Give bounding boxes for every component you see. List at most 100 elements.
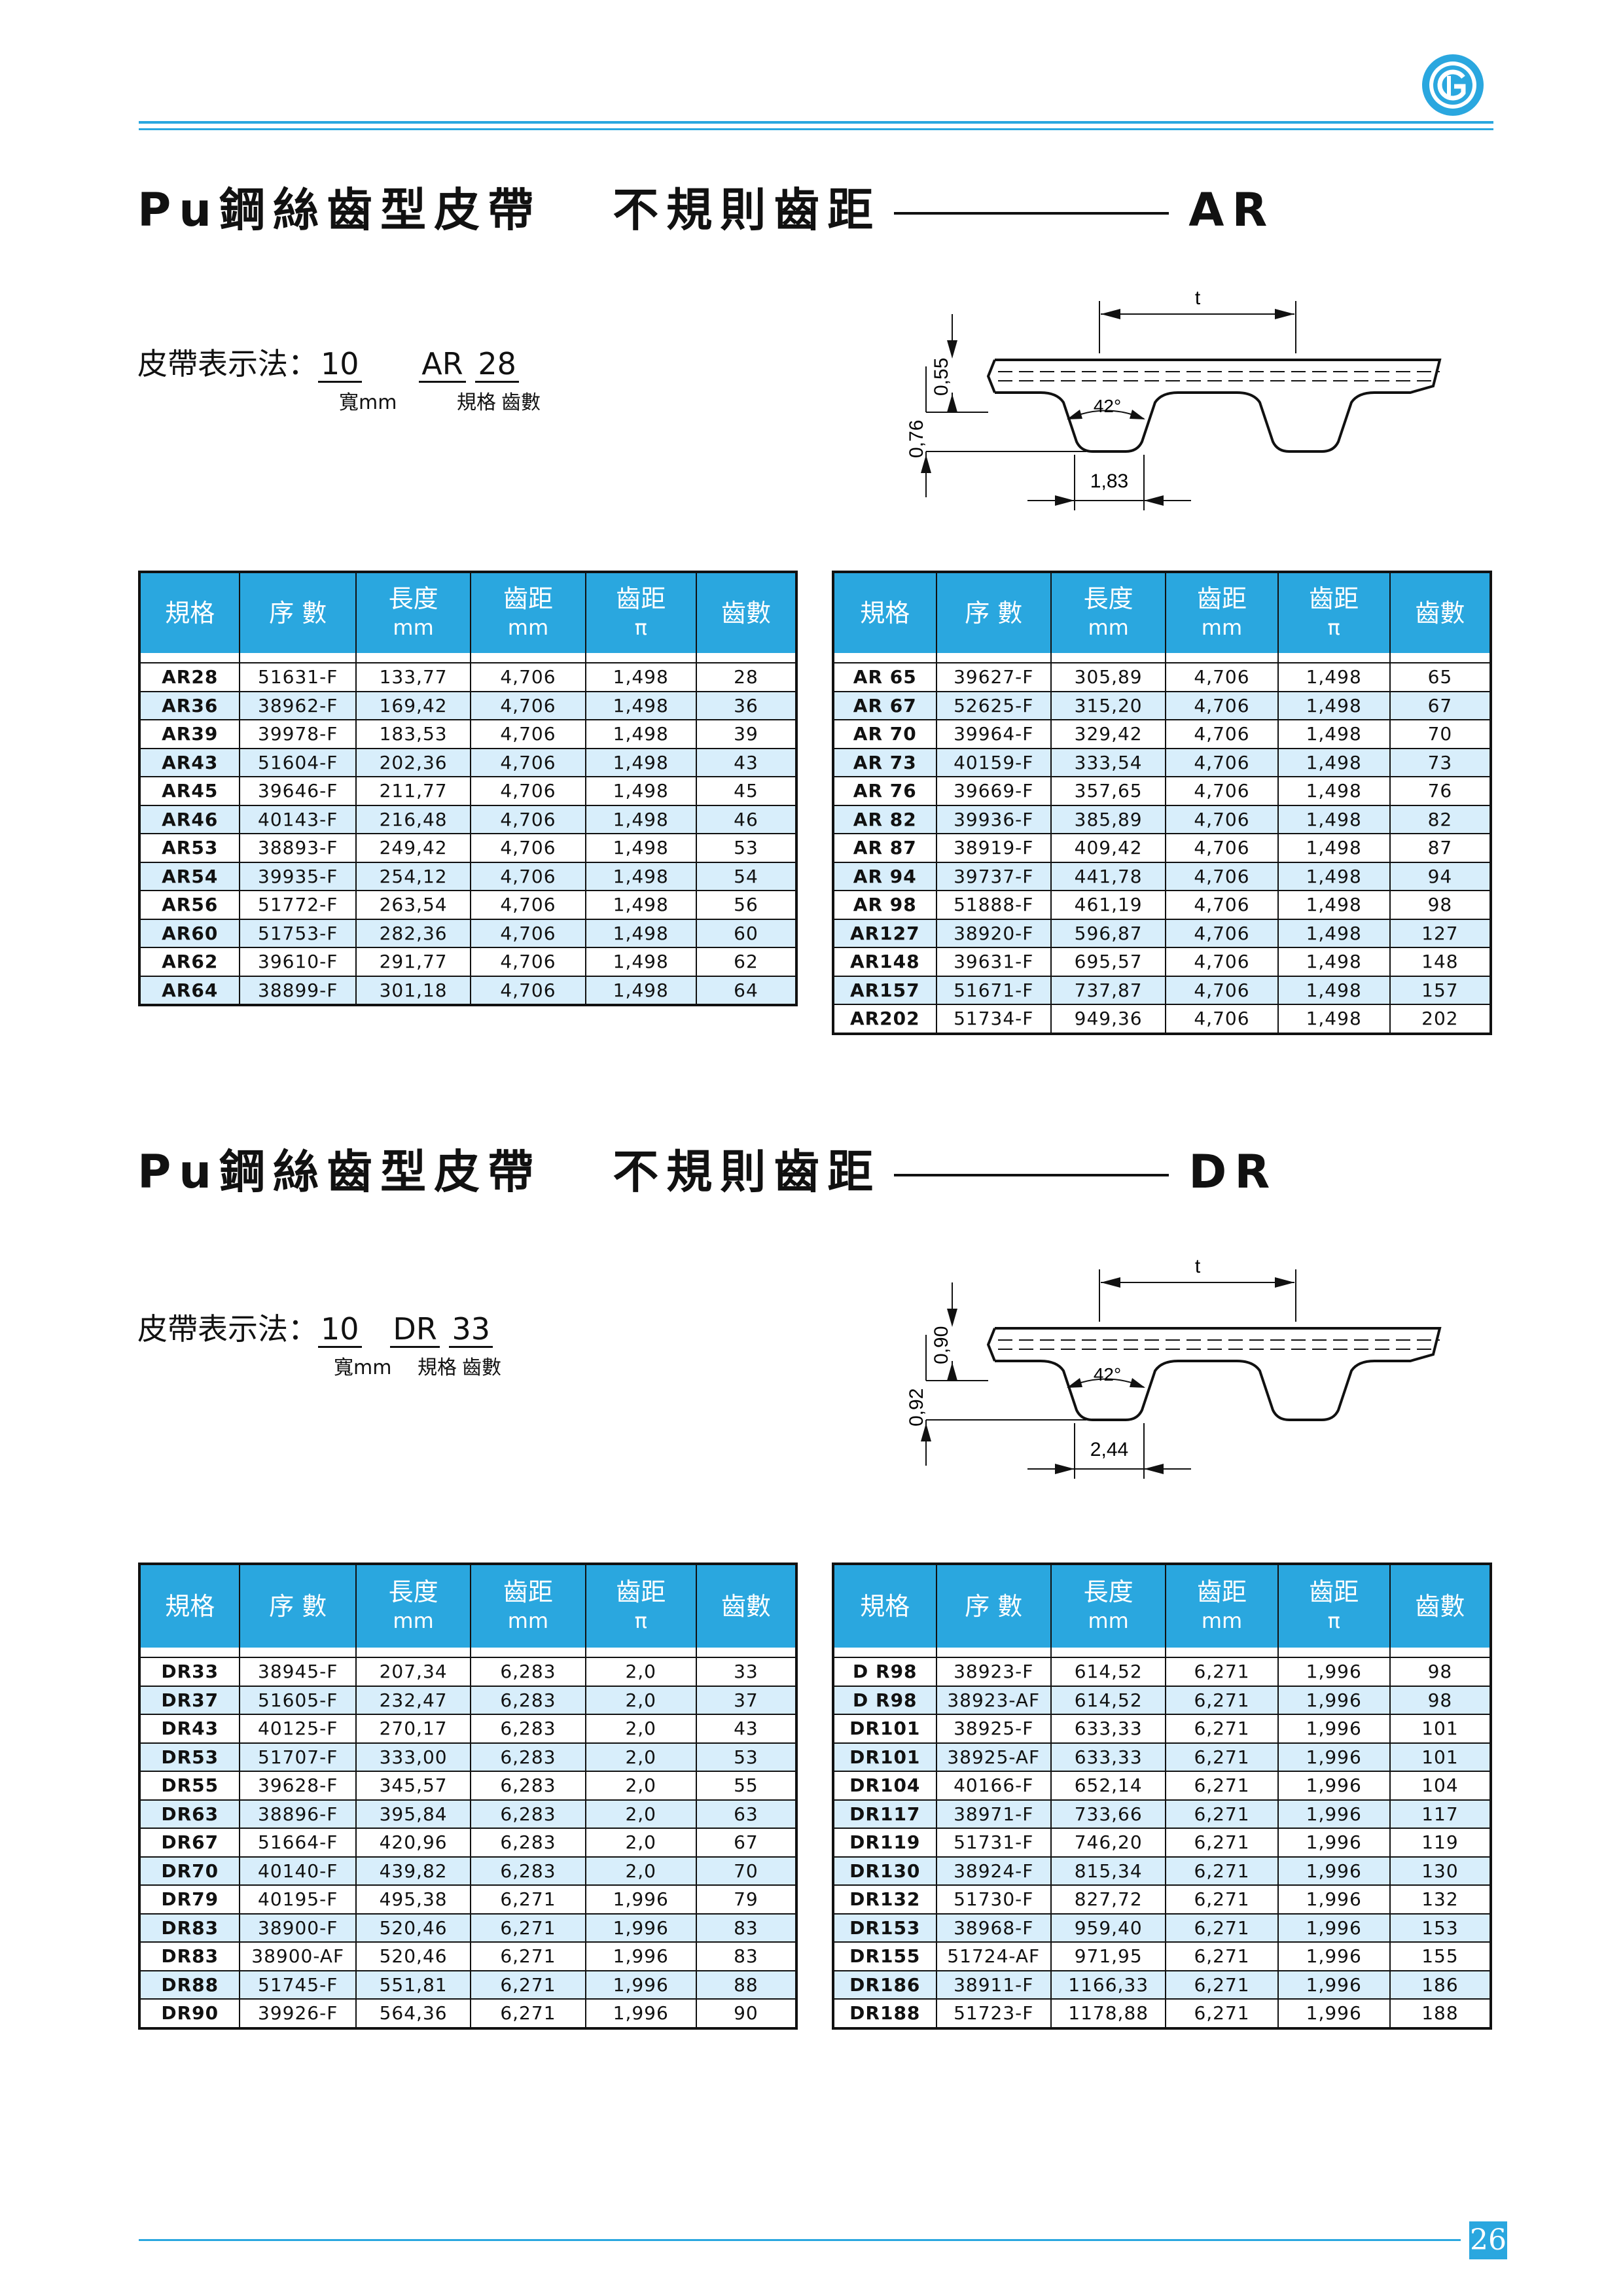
cell-teeth: 90 (695, 1998, 798, 2029)
cell-serial: 38971-F (935, 1799, 1052, 1829)
cell-teeth: 101 (1389, 1742, 1492, 1772)
cell-length: 695,57 (1050, 947, 1167, 977)
cell-pitch-pi: 1,996 (1277, 1998, 1391, 2029)
cell-serial: 51707-F (239, 1742, 357, 1772)
cell-pitch-pi: 1,996 (1277, 1969, 1391, 2000)
cell-length: 746,20 (1050, 1828, 1167, 1858)
cell-length: 301,18 (355, 975, 472, 1006)
cell-pitch: 6,271 (1165, 1856, 1279, 1886)
cell-pitch: 6,283 (470, 1771, 586, 1801)
cell-pitch: 6,271 (1165, 1884, 1279, 1915)
cell-length: 551,81 (355, 1969, 472, 2000)
cell-serial: 38923-AF (935, 1685, 1052, 1715)
cell-spec: AR 76 (832, 776, 937, 806)
cell-teeth: 70 (1389, 719, 1492, 749)
cell-serial: 39628-F (239, 1771, 357, 1801)
cell-teeth: 76 (1389, 776, 1492, 806)
cell-pitch-pi: 1,498 (1277, 947, 1391, 977)
cell-spec: DR104 (832, 1771, 937, 1801)
cell-spec: DR119 (832, 1828, 937, 1858)
cell-teeth: 94 (1389, 861, 1492, 891)
cell-serial: 38920-F (935, 918, 1052, 948)
cell-serial: 51604-F (239, 747, 357, 777)
cell-pitch-pi: 1,498 (584, 890, 697, 920)
cell-serial: 39610-F (239, 947, 357, 977)
cell-serial: 39669-F (935, 776, 1052, 806)
cell-teeth: 153 (1389, 1913, 1492, 1943)
header-teeth: 齒數 (695, 1564, 798, 1648)
cell-teeth: 39 (695, 719, 798, 749)
cell-serial: 51631-F (239, 662, 357, 692)
cell-pitch: 4,706 (470, 947, 586, 977)
cell-pitch: 4,706 (470, 975, 586, 1006)
cell-serial: 38968-F (935, 1913, 1052, 1943)
cell-pitch: 4,706 (1165, 833, 1279, 863)
header-serial: 序 數 (935, 572, 1052, 653)
cell-pitch-pi: 1,498 (1277, 804, 1391, 834)
cell-spec: D R98 (832, 1685, 937, 1715)
cell-pitch: 4,706 (1165, 804, 1279, 834)
cell-spec: DR155 (832, 1941, 937, 1971)
cell-length: 815,34 (1050, 1856, 1167, 1886)
cell-teeth: 62 (695, 947, 798, 977)
cell-length: 169,42 (355, 690, 472, 720)
cell-teeth: 188 (1389, 1998, 1492, 2029)
cell-spec: AR46 (138, 804, 241, 834)
cell-spec: AR43 (138, 747, 241, 777)
cell-pitch-pi: 1,996 (584, 1913, 697, 1943)
cell-pitch: 4,706 (1165, 861, 1279, 891)
cell-spec: AR36 (138, 690, 241, 720)
belt-profile-diagram-ar: t 0,55 0,76 42° 1,83 (906, 288, 1442, 510)
header-teeth: 齒數 (1389, 1564, 1492, 1648)
cell-teeth: 33 (695, 1657, 798, 1687)
header-teeth: 齒數 (1389, 572, 1492, 653)
cell-spec: AR62 (138, 947, 241, 977)
cell-pitch-pi: 1,996 (1277, 1771, 1391, 1801)
cell-serial: 40125-F (239, 1714, 357, 1744)
cell-length: 652,14 (1050, 1771, 1167, 1801)
cell-pitch-pi: 1,498 (584, 975, 697, 1006)
cell-pitch-pi: 1,498 (1277, 662, 1391, 692)
cell-spec: DR88 (138, 1969, 241, 2000)
cell-length: 207,34 (355, 1657, 472, 1687)
cell-teeth: 157 (1389, 975, 1492, 1005)
cell-spec: AR 73 (832, 747, 937, 777)
cell-spec: AR28 (138, 662, 241, 692)
cell-teeth: 79 (695, 1884, 798, 1915)
cell-length: 439,82 (355, 1856, 472, 1886)
cell-length: 495,38 (355, 1884, 472, 1915)
cell-teeth: 54 (695, 861, 798, 891)
cell-teeth: 119 (1389, 1828, 1492, 1858)
belt-notation-dr: 皮帶表示法：10 DR 33 (137, 1305, 493, 1349)
cell-length: 959,40 (1050, 1913, 1167, 1943)
cell-length: 254,12 (355, 861, 472, 891)
cell-spec: DR90 (138, 1998, 241, 2029)
cell-teeth: 73 (1389, 747, 1492, 777)
header-serial: 序 數 (935, 1564, 1052, 1648)
cell-serial: 39936-F (935, 804, 1052, 834)
cell-pitch-pi: 1,996 (1277, 1799, 1391, 1829)
cell-pitch: 6,271 (470, 1998, 586, 2029)
cell-spec: AR56 (138, 890, 241, 920)
cell-length: 596,87 (1050, 918, 1167, 948)
cell-spec: AR 98 (832, 890, 937, 920)
